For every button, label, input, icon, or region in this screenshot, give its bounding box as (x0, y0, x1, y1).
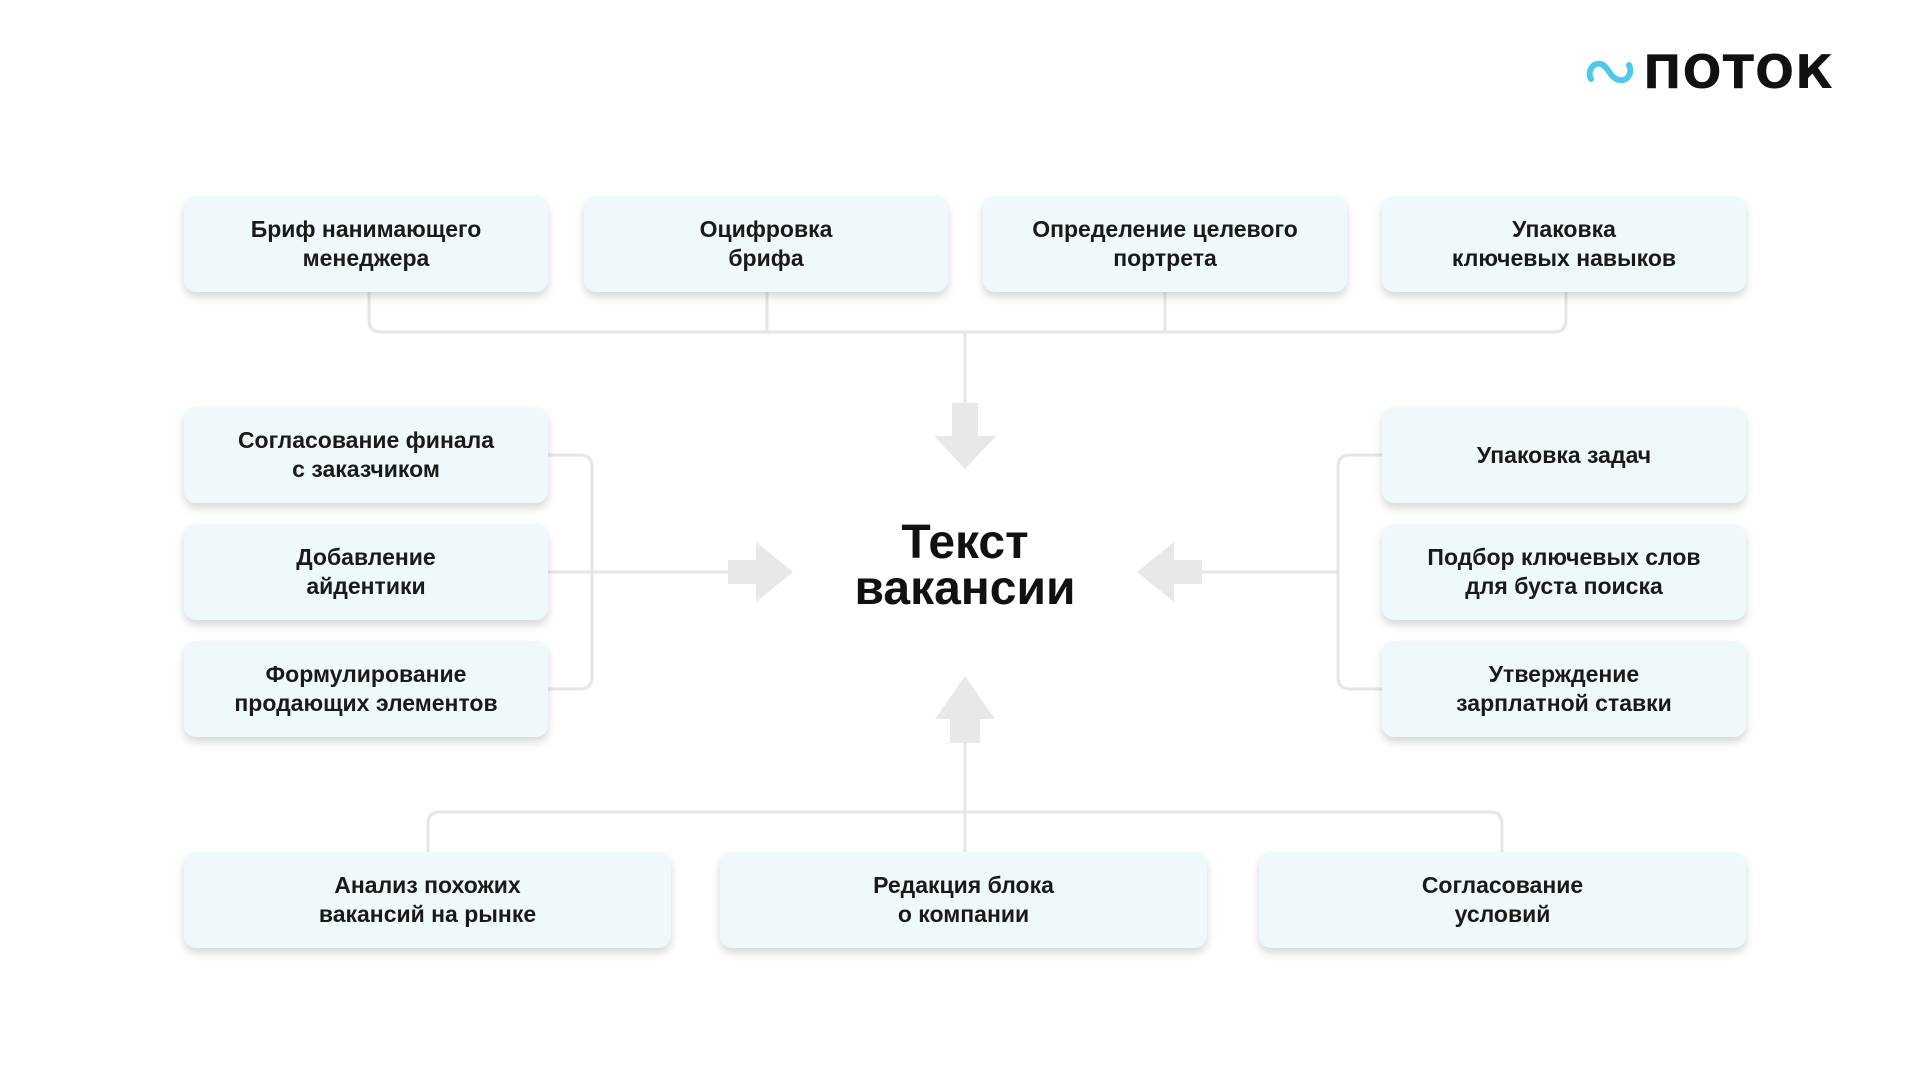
step-label: Согласование условий (1421, 872, 1584, 927)
arrow-down-icon (934, 403, 996, 469)
step-label: Оцифровка брифа (699, 216, 833, 271)
step-box-task-packaging: Упаковка задач (1382, 407, 1746, 503)
infinity-swirl-icon (1586, 60, 1634, 84)
step-label: Подбор ключевых слов для буста поиска (1427, 544, 1701, 599)
arrow-right-icon (728, 542, 793, 602)
step-label: Упаковка задач (1476, 441, 1652, 468)
brand-name: ПОТОК (1643, 45, 1834, 99)
step-box-company-block-edit: Редакция блока о компании (720, 852, 1207, 948)
arrow-left-icon (1137, 542, 1202, 602)
top-connector-line (367, 292, 1568, 334)
step-label: Утверждение зарплатной ставки (1456, 661, 1672, 716)
brand-logo: ПОТОК (1585, 44, 1834, 100)
step-box-final-approval: Согласование финала с заказчиком (184, 407, 548, 503)
step-box-terms-approval: Согласование условий (1259, 852, 1746, 948)
step-box-target-portrait: Определение целевого портрета (983, 196, 1347, 292)
step-box-market-analysis: Анализ похожих вакансий на рынке (184, 852, 671, 948)
step-box-hiring-manager-brief: Бриф нанимающего менеджера (184, 196, 548, 292)
step-box-selling-elements: Формулирование продающих элементов (184, 641, 548, 737)
step-box-salary-approval: Утверждение зарплатной ставки (1382, 641, 1746, 737)
step-box-key-skills: Упаковка ключевых навыков (1382, 196, 1746, 292)
step-label: Анализ похожих вакансий на рынке (318, 872, 537, 927)
step-box-add-identity: Добавление айдентики (184, 524, 548, 620)
step-label: Формулирование продающих элементов (234, 661, 498, 716)
arrow-up-icon (935, 676, 995, 743)
step-box-search-keywords: Подбор ключевых слов для буста поиска (1382, 524, 1746, 620)
step-label: Упаковка ключевых навыков (1451, 216, 1677, 271)
step-box-brief-digitization: Оцифровка брифа (584, 196, 948, 292)
step-label: Определение целевого портрета (1032, 216, 1298, 271)
right-connector-line (1336, 453, 1382, 691)
step-label: Бриф нанимающего менеджера (250, 216, 482, 271)
step-label: Редакция блока о компании (873, 872, 1054, 927)
step-label: Согласование финала с заказчиком (237, 427, 495, 482)
center-title: Текст вакансии (854, 516, 1076, 615)
step-label: Добавление айдентики (296, 544, 436, 599)
